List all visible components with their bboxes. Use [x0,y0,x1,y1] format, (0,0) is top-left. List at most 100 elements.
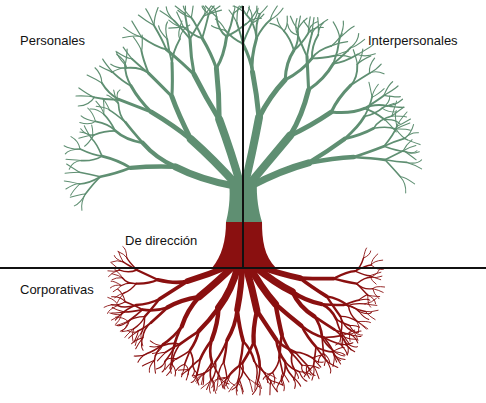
branch-stroke [282,335,292,354]
branch-stroke [345,128,374,139]
branch-stroke [331,108,364,112]
branch-stroke [307,34,312,57]
branch-stroke [239,380,243,392]
branch-stroke [131,86,151,112]
branch-stroke [67,164,80,172]
branch-stroke [296,19,298,36]
branch-stroke [348,304,365,306]
branch-stroke [170,63,174,97]
branch-stroke [354,146,384,157]
branch-stroke [64,146,80,149]
branch-stroke [209,380,212,393]
branch-stroke [247,6,250,15]
branch-stroke [79,88,94,98]
branch-stroke [294,369,298,379]
branch-stroke [115,312,124,320]
branch-stroke [118,104,125,123]
branch-stroke [368,295,371,307]
branch-stroke [298,35,307,56]
branch-stroke [358,54,376,56]
branch-stroke [405,124,414,138]
branch-stroke [284,31,294,50]
branch-stroke [300,276,334,280]
quadrant-label: Corporativas [20,282,94,298]
branch-stroke [405,133,419,139]
branch-stroke [348,306,365,312]
branch-stroke [373,289,384,293]
branch-stroke [190,351,193,366]
branch-stroke [349,330,350,341]
branch-stroke [237,380,240,391]
branch-stroke [351,73,370,85]
branch-stroke [104,114,116,131]
branch-stroke [363,248,366,258]
branch-stroke [237,7,239,23]
branch-stroke [156,362,165,369]
branch-stroke [254,311,257,343]
branch-stroke [357,284,373,289]
branch-stroke [374,127,396,129]
branch-stroke [154,8,158,26]
branch-stroke [304,21,312,34]
branch-stroke [276,304,302,326]
branch-stroke [370,276,381,280]
branch-stroke [219,119,241,186]
branch-stroke [215,340,227,362]
branch-stroke [312,56,335,59]
branch-stroke [226,374,231,385]
branch-stroke [384,86,398,95]
branch-stroke [331,85,351,112]
branch-stroke [351,34,359,48]
branch-stroke [373,287,385,289]
branch-stroke [103,59,113,72]
branch-stroke [69,161,81,170]
branch-stroke [100,168,130,177]
branch-stroke [369,82,372,97]
branch-stroke [279,358,282,373]
branch-stroke [146,9,154,26]
branch-stroke [257,383,260,395]
branch-stroke [283,373,289,382]
branch-stroke [353,50,357,65]
branch-stroke [202,6,209,14]
branch-stroke [112,297,126,302]
branch-stroke [270,23,284,31]
branch-stroke [185,351,190,365]
branch-stroke [66,184,80,189]
branch-stroke [224,362,227,378]
branch-stroke [340,26,355,38]
branch-stroke [224,340,227,362]
quadrant-label: Interpersonales [368,33,458,49]
branch-stroke [112,274,122,278]
branch-stroke [113,286,121,292]
branch-stroke [138,354,147,363]
branch-stroke [191,6,193,18]
branch-stroke [122,321,129,331]
branch-stroke [154,25,166,49]
branch-stroke [157,352,165,361]
branch-stroke [400,177,405,193]
branch-stroke [143,143,176,167]
branch-stroke [95,68,102,83]
branch-stroke [318,353,323,363]
branch-stroke [257,311,276,340]
branch-stroke [216,68,219,119]
branch-stroke [312,23,323,34]
branch-stroke [111,64,127,68]
branch-stroke [371,254,378,265]
branch-stroke [340,316,350,330]
branch-stroke [277,18,284,31]
trunk-label: De dirección [125,233,197,249]
branch-stroke [210,362,212,379]
branch-stroke [212,308,219,340]
branch-stroke [365,304,377,306]
branch-stroke [336,334,341,345]
branch-stroke [334,271,355,279]
branch-stroke [403,145,416,150]
branch-stroke [290,112,331,135]
branch-stroke [253,383,258,394]
branch-stroke [66,159,81,160]
branch-stroke [253,72,260,118]
branch-stroke [333,350,344,356]
branch-stroke [160,281,188,299]
